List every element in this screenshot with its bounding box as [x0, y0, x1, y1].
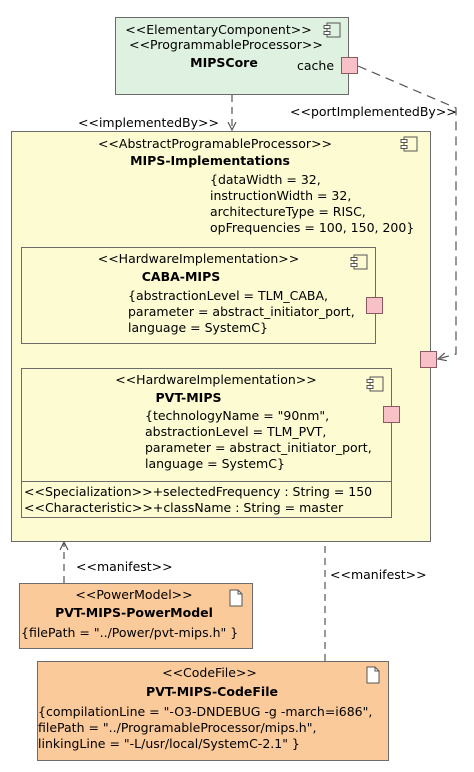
port-implemented-by-edge — [357, 65, 457, 359]
power-prop: {filePath = "../Power/pvt-mips.h" } — [21, 625, 239, 640]
impl-prop: architectureType = RISC, — [210, 204, 366, 219]
power-name: PVT-MIPS-PowerModel — [55, 605, 213, 620]
pvt-attribute: <<Characteristic>>+className : String = … — [24, 500, 344, 515]
pvt-name: PVT-MIPS — [155, 390, 222, 405]
power-model-artifact[interactable] — [19, 583, 253, 649]
caba-prop: language = SystemC} — [128, 320, 268, 335]
caba-name: CABA-MIPS — [141, 269, 221, 284]
mipscore-component[interactable]: <<ElementaryComponent>> <<ProgrammablePr… — [115, 17, 349, 95]
mipscore-name: MIPSCore — [190, 55, 258, 70]
pvt-prop: {technologyName = "90nm", — [145, 408, 330, 423]
pvt-attributes-divider — [21, 481, 392, 482]
cache-port[interactable] — [341, 57, 358, 74]
pvt-mips-component[interactable] — [21, 368, 392, 518]
document-icon — [366, 666, 380, 684]
impl-stereotype: <<AbstractProgramableProcessor>> — [97, 136, 333, 151]
component-icon — [400, 136, 418, 152]
component-icon — [366, 376, 384, 392]
manifest-label-codefile: <<manifest>> — [330, 567, 427, 582]
impl-prop: opFrequencies = 100, 150, 200} — [210, 220, 415, 235]
impl-name: MIPS-Implementations — [130, 153, 290, 168]
component-icon — [350, 254, 368, 270]
power-stereotype: <<PowerModel>> — [75, 587, 193, 602]
component-icon — [323, 22, 341, 38]
caba-prop: {abstractionLevel = TLM_CABA, — [128, 288, 329, 303]
codefile-prop: linkingLine = "-L/usr/local/SystemC-2.1"… — [38, 736, 300, 751]
codefile-prop: {compilationLine = "-O3-DNDEBUG -g -marc… — [38, 704, 373, 719]
mipscore-stereotype-2: <<ProgrammableProcessor>> — [129, 37, 323, 52]
port-implemented-by-label: <<portImplementedBy>> — [290, 104, 457, 119]
codefile-stereotype: <<CodeFile>> — [162, 665, 257, 680]
impl-prop: {dataWidth = 32, — [210, 172, 321, 187]
pvt-attribute: <<Specialization>>+selectedFrequency : S… — [24, 484, 373, 499]
caba-stereotype: <<HardwareImplementation>> — [97, 251, 300, 266]
pvt-stereotype: <<HardwareImplementation>> — [115, 372, 317, 387]
pvt-prop: abstractionLevel = TLM_PVT, — [145, 424, 327, 439]
cache-port-label: cache — [297, 58, 335, 73]
codefile-artifact[interactable] — [37, 661, 389, 761]
mipscore-stereotype-1: <<ElementaryComponent>> — [125, 22, 312, 37]
pvt-prop: language = SystemC} — [145, 456, 285, 471]
implementations-port[interactable] — [420, 351, 437, 368]
pvt-prop: parameter = abstract_initiator_port, — [145, 440, 372, 455]
document-icon — [229, 589, 243, 607]
codefile-name: PVT-MIPS-CodeFile — [146, 684, 278, 699]
codefile-prop: filePath = "../ProgramableProcessor/mips… — [38, 720, 317, 735]
caba-mips-component[interactable] — [21, 247, 376, 344]
caba-port[interactable] — [366, 297, 383, 314]
implemented-by-label: <<implementedBy>> — [78, 115, 219, 130]
pvt-port[interactable] — [383, 406, 400, 423]
caba-prop: parameter = abstract_initiator_port, — [128, 304, 355, 319]
impl-prop: instructionWidth = 32, — [210, 188, 352, 203]
manifest-label-power: <<manifest>> — [76, 559, 173, 574]
